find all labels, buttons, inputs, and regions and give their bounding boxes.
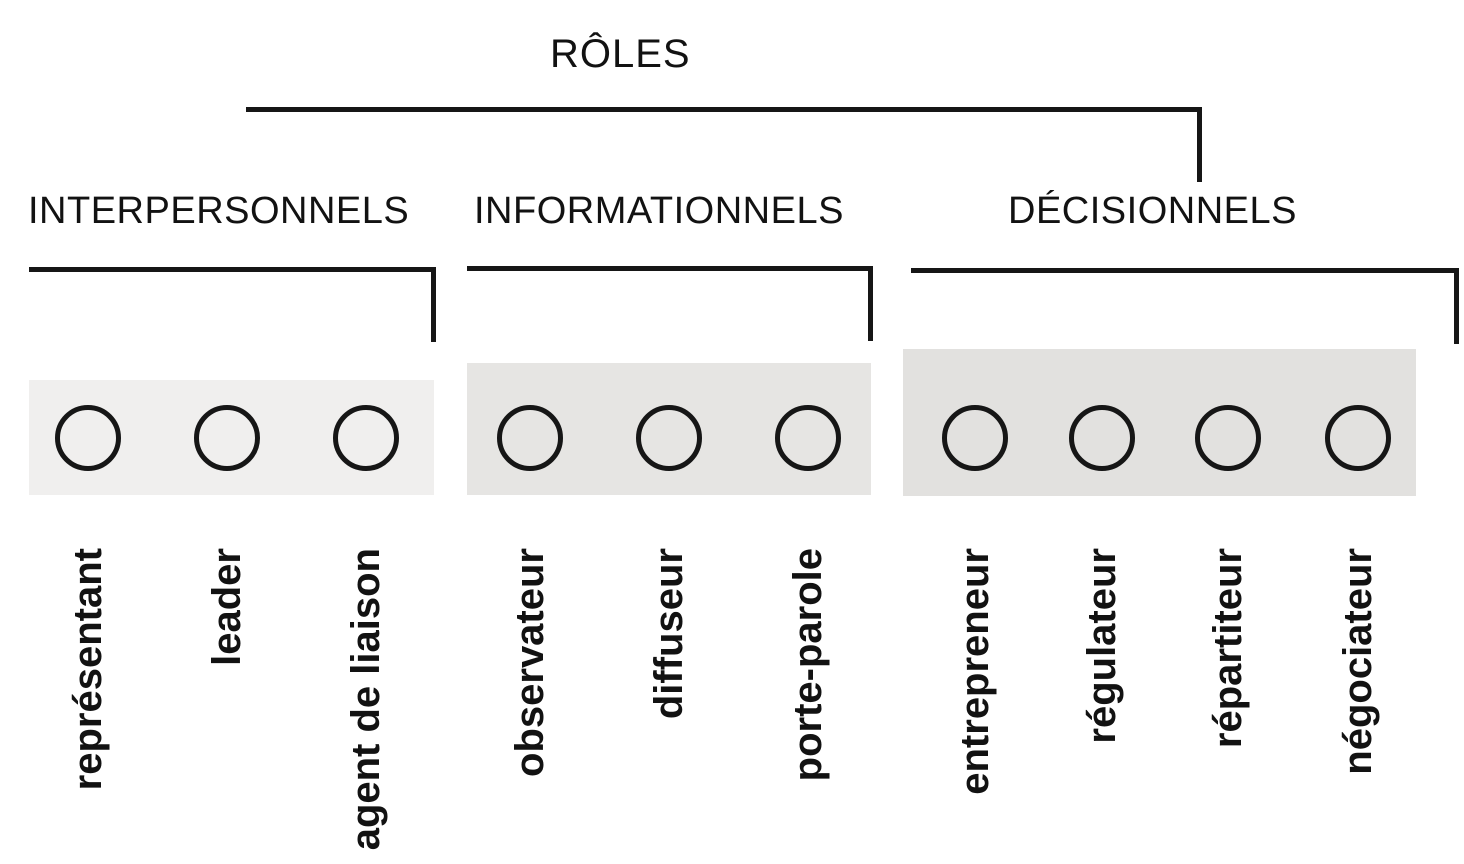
role-circle-icon [1069,405,1135,471]
interpersonnels-bracket-line [29,267,436,272]
informationnels-bracket-line [467,266,873,271]
role-label-diffuseur: diffuseur [647,548,691,720]
role-label-repartiteur: répartiteur [1206,548,1250,749]
role-circle-icon [333,405,399,471]
role-label-negociateur: négociateur [1336,548,1380,775]
role-label-agent-de-liaison: agent de liaison [344,548,388,851]
role-circle-icon [1325,405,1391,471]
role-circle-icon [55,405,121,471]
root-connector-drop [1197,107,1202,182]
role-label-regulateur: régulateur [1080,548,1124,744]
section-header-interpersonnels: INTERPERSONNELS [28,190,410,232]
root-connector-line [246,107,1202,112]
role-label-entrepreneur: entrepreneur [953,548,997,795]
role-circle-icon [194,405,260,471]
diagram-title: RÔLES [550,32,691,76]
decisionnels-bracket-drop [1454,268,1459,344]
section-header-decisionnels: DÉCISIONNELS [1008,190,1297,232]
role-circle-icon [636,405,702,471]
role-label-porte-parole: porte-parole [786,548,830,782]
role-circle-icon [497,405,563,471]
section-header-informationnels: INFORMATIONNELS [474,190,844,232]
role-circle-icon [1195,405,1261,471]
role-circle-icon [775,405,841,471]
role-label-representant: représentant [66,548,110,791]
decisionnels-bracket-line [911,268,1459,273]
role-label-leader: leader [205,548,249,666]
role-label-observateur: observateur [508,548,552,777]
informationnels-bracket-drop [868,266,873,341]
role-circle-icon [942,405,1008,471]
interpersonnels-bracket-drop [431,267,436,342]
